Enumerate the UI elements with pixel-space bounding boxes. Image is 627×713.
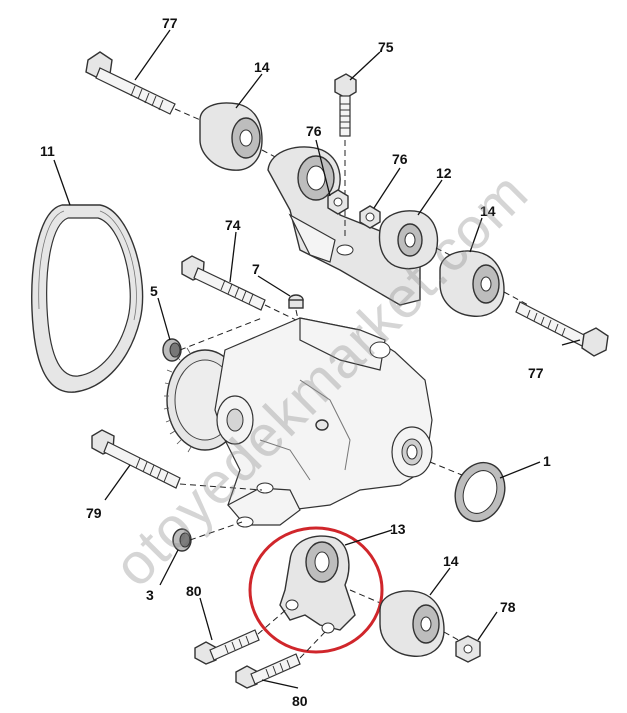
bracket-boss-12 xyxy=(378,210,439,270)
plug-5 xyxy=(162,338,182,362)
bolt-74 xyxy=(181,255,266,311)
label-14-right: 14 xyxy=(480,203,496,219)
nut-78 xyxy=(455,635,481,663)
label-80-bottom: 80 xyxy=(292,693,308,709)
label-79: 79 xyxy=(86,505,102,521)
label-78: 78 xyxy=(500,599,516,615)
label-12: 12 xyxy=(436,165,452,181)
lower-mounting-bracket-13 xyxy=(279,535,356,634)
bolt-80-top xyxy=(194,629,260,665)
label-76-left: 76 xyxy=(306,123,322,139)
upper-mounting-bracket xyxy=(267,146,421,306)
high-pressure-pump-body xyxy=(163,317,433,528)
bolt-77-right xyxy=(515,301,609,357)
label-75: 75 xyxy=(378,39,394,55)
label-77-right: 77 xyxy=(528,365,544,381)
drive-belt-11 xyxy=(31,204,144,393)
label-3: 3 xyxy=(146,587,154,603)
dowel-pin-7 xyxy=(288,294,304,309)
label-74: 74 xyxy=(225,217,241,233)
label-14-bottom: 14 xyxy=(443,553,459,569)
label-5: 5 xyxy=(150,283,158,299)
label-1: 1 xyxy=(543,453,551,469)
label-7: 7 xyxy=(252,261,260,277)
label-80-top: 80 xyxy=(186,583,202,599)
seal-ring-1 xyxy=(454,461,506,523)
bolt-77-top xyxy=(85,51,176,115)
rubber-bushing-14-top xyxy=(199,102,263,171)
bolt-79 xyxy=(91,429,181,489)
rubber-bushing-14-bottom xyxy=(379,590,445,657)
rubber-bushing-14-right xyxy=(439,250,505,317)
label-11: 11 xyxy=(40,143,55,159)
label-14-top: 14 xyxy=(254,59,270,75)
label-77-top: 77 xyxy=(162,15,178,31)
bolt-80-bottom xyxy=(235,653,301,689)
label-13: 13 xyxy=(390,521,406,537)
part-labels: 11 77 14 75 76 76 12 14 74 7 5 77 1 79 1… xyxy=(40,15,551,709)
bolt-75 xyxy=(334,73,357,137)
highlight-circle xyxy=(248,526,384,654)
nut-76-left xyxy=(327,189,349,215)
nut-76-right xyxy=(359,205,381,229)
leader-lines xyxy=(53,29,581,689)
label-76-right: 76 xyxy=(392,151,408,167)
